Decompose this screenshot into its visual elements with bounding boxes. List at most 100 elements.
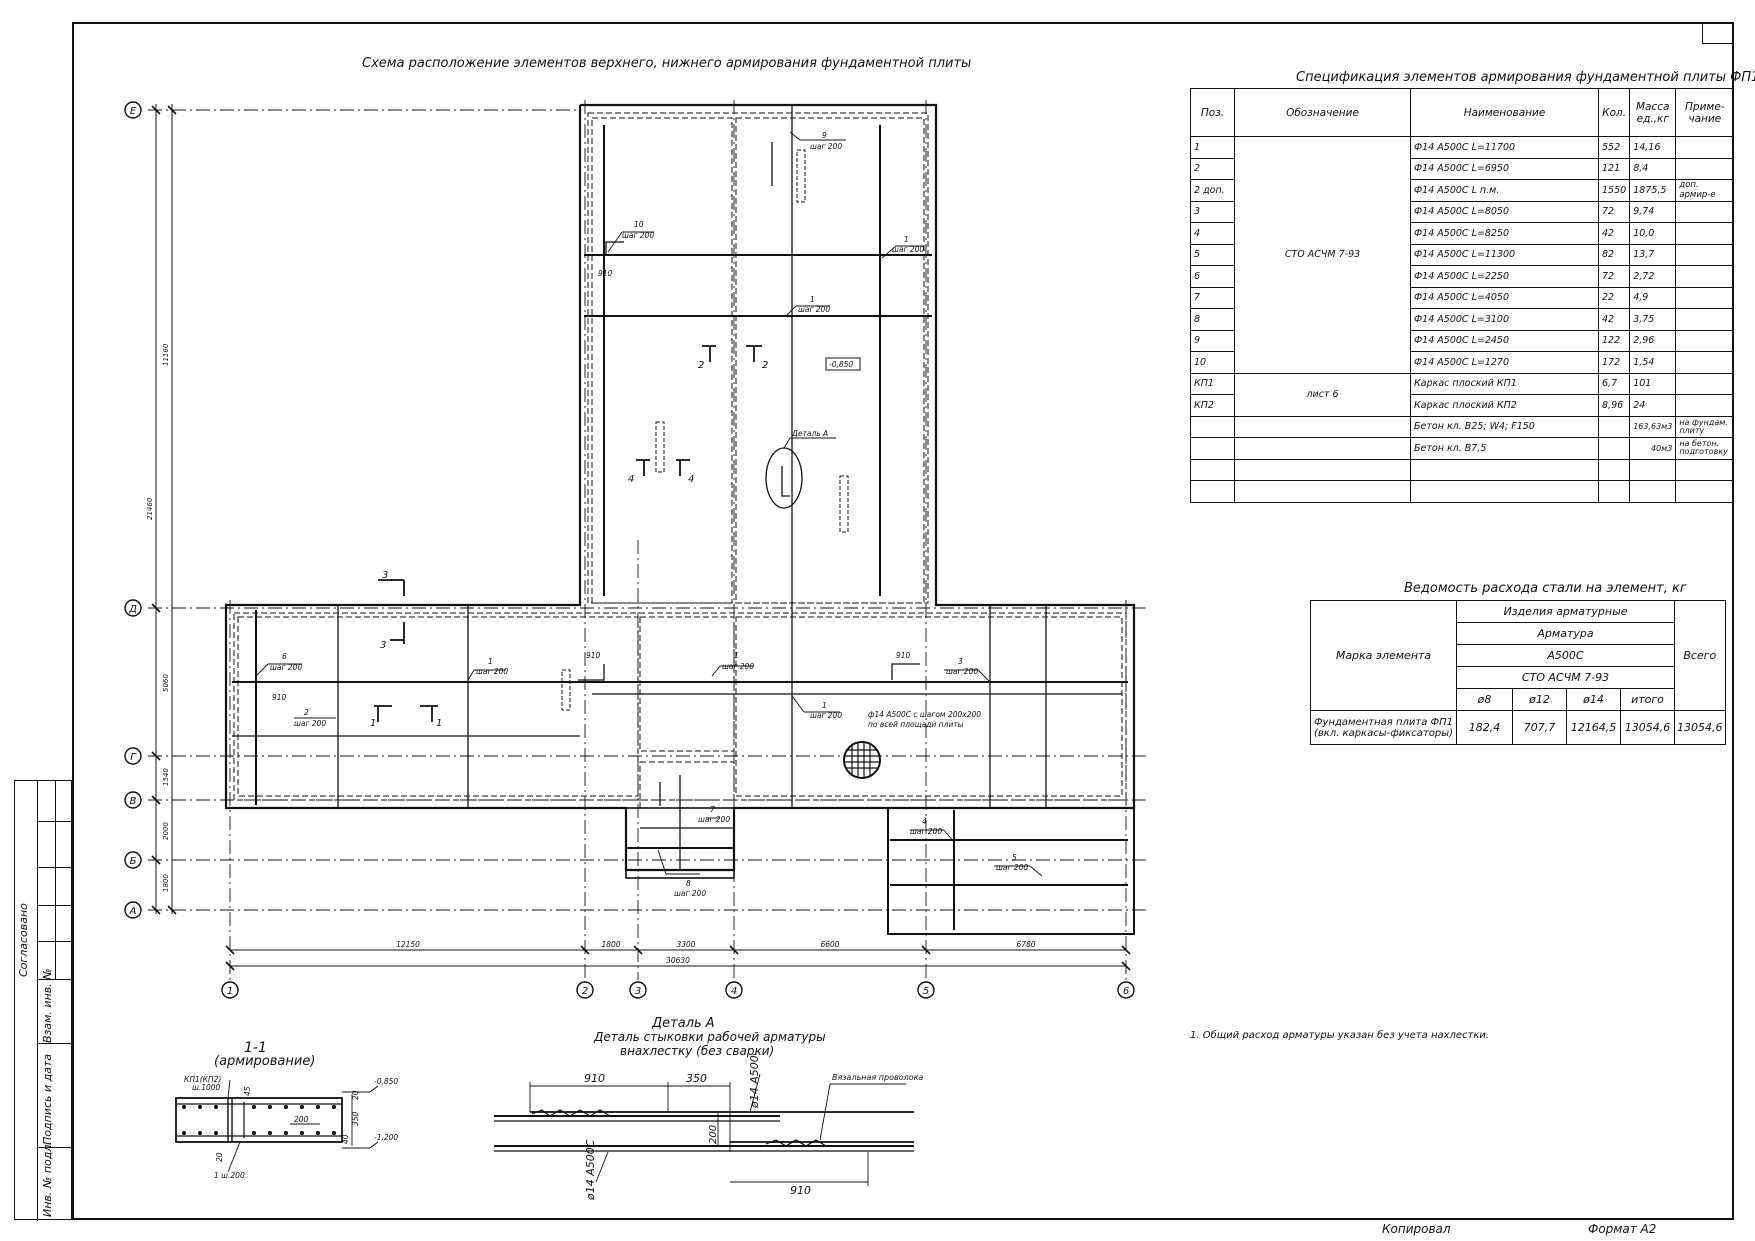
foundation-plan: Е Д Г В Б А 1 2 3 4 5 6 12150 1800 3300 …: [124, 100, 1150, 999]
detail-line3: внахлестку (без сварки): [620, 1044, 775, 1058]
axis-label-4: 4: [731, 986, 737, 997]
bar-label-1: 1: [488, 657, 493, 666]
axis-label-A: А: [129, 906, 137, 917]
spec-cell-pos: 8: [1190, 308, 1235, 331]
spec-cell-note: [1675, 480, 1735, 503]
section-mark-2: 2: [698, 360, 704, 371]
left-stamp: Согласовано Взам. инв. № Подпись и дата …: [14, 780, 73, 1221]
dim-total: 30630: [666, 956, 690, 965]
step-label: шаг 200: [892, 245, 924, 254]
spec-cell-mass: 8,4: [1629, 157, 1677, 180]
len-910: 910: [272, 693, 287, 702]
spec-cell-mass: 13,7: [1629, 243, 1677, 266]
bar-label-2: 2: [304, 708, 309, 717]
spec-cell-pos: 10: [1190, 351, 1235, 374]
spec-cell-mass: 10,0: [1629, 222, 1677, 245]
steel-value: 12164,5: [1566, 710, 1621, 745]
spec-cell-name: Ф14 А500С L=11700: [1410, 136, 1599, 159]
dim-1800: 1800: [601, 940, 620, 949]
dim-left-1540: 1540: [162, 768, 170, 786]
section-title: 1-1: [244, 1040, 267, 1056]
spec-cell-note: [1675, 157, 1735, 180]
detail-title: Деталь А: [652, 1016, 715, 1031]
plan-title: Схема расположение элементов верхнего, н…: [362, 56, 972, 71]
spec-cell-note: [1675, 351, 1735, 374]
steel-col-d12: ø12: [1512, 688, 1567, 711]
dim-left-2000: 2000: [162, 822, 170, 840]
dim-left-5060: 5060: [162, 674, 170, 692]
bar-label-1: 1: [904, 235, 909, 244]
steel-armatura: Арматура: [1456, 622, 1675, 645]
spec-cell-mass: 24: [1629, 394, 1677, 417]
section-mark-3: 3: [382, 570, 388, 581]
bar-label-1: 1: [810, 295, 815, 304]
bar-label-6: 6: [282, 652, 287, 661]
spec-cell-name: Каркас плоский КП1: [1410, 372, 1599, 395]
spec-cell-note: [1675, 329, 1735, 352]
bar-label-9: 9: [822, 131, 827, 140]
spec-cell-note: [1675, 394, 1735, 417]
spec-cell-qty: 42: [1597, 308, 1631, 331]
spec-cell-qty: 122: [1597, 329, 1631, 352]
section-mark-3: 3: [380, 640, 386, 651]
spec-header-name: Наименование: [1410, 88, 1599, 137]
section-level-bottom: -1,200: [374, 1133, 398, 1142]
spec-cell-name: Ф14 А500С L п.м.: [1410, 179, 1599, 202]
footer-copied: Копировал: [1382, 1222, 1451, 1236]
spec-cell-qty: 72: [1597, 200, 1631, 223]
section-step: 1 ш.200: [214, 1171, 245, 1180]
spec-cell-pos: [1190, 480, 1235, 503]
spec-header-pos: Поз.: [1190, 88, 1235, 137]
section-kp: КП1(КП2): [184, 1075, 221, 1084]
spec-cell-name: Ф14 А500С L=2250: [1410, 265, 1599, 288]
bar-label-1: 1: [734, 651, 739, 660]
spec-cell-pos: [1190, 458, 1235, 481]
spec-cell-qty: 42: [1597, 222, 1631, 245]
spec-cell-note: доп. армир-е: [1675, 179, 1735, 202]
step-label: шаг 200: [722, 662, 754, 671]
spec-cell-pos: 2 доп.: [1190, 179, 1235, 202]
spec-title: Спецификация элементов армирования фунда…: [1296, 70, 1755, 85]
spec-cell-note: [1675, 308, 1735, 331]
spec-cell-qty: 8,96: [1597, 394, 1631, 417]
spec-cell-name: [1410, 480, 1599, 503]
axis-label-D: Д: [128, 604, 137, 615]
spec-cell-pos: [1190, 415, 1235, 438]
spec-cell-name: Ф14 А500С L=8050: [1410, 200, 1599, 223]
spec-cell-qty: 1550: [1597, 179, 1631, 202]
spec-cell-qty: [1597, 458, 1631, 481]
spec-header-designation: Обозначение: [1234, 88, 1411, 137]
spec-cell-note: на бетон. подготовку: [1675, 437, 1735, 460]
spec-cell-pos: 9: [1190, 329, 1235, 352]
axis-label-2: 2: [582, 986, 588, 997]
detail-bar: ø14 А500С: [748, 1054, 761, 1109]
section-mark-2: 2: [762, 360, 768, 371]
section-level-top: -0,850: [374, 1077, 398, 1086]
section-d20a: 20: [351, 1090, 360, 1100]
steel-total-header: Всего: [1674, 600, 1726, 711]
spec-cell-note: [1675, 372, 1735, 395]
step-label: шаг 200: [294, 719, 326, 728]
axis-label-G: Г: [130, 752, 137, 763]
section-d350: 350: [351, 1111, 360, 1126]
step-label: шаг 200: [698, 815, 730, 824]
bar-label-8: 8: [686, 879, 691, 888]
len-910: 910: [896, 651, 911, 660]
spec-cell-qty: 22: [1597, 286, 1631, 309]
bar-label-10: 10: [634, 220, 644, 229]
section-d45: 45: [243, 1086, 252, 1096]
len-910: 910: [586, 651, 601, 660]
step-label: шаг 200: [810, 711, 842, 720]
spec-cell-note: [1675, 136, 1735, 159]
spec-cell-pos: 5: [1190, 243, 1235, 266]
spec-cell-mass: 2,96: [1629, 329, 1677, 352]
spec-cell-qty: [1597, 437, 1631, 460]
len-910: 910: [598, 269, 613, 278]
spec-cell-note: [1675, 458, 1735, 481]
footer-format: Формат А2: [1588, 1222, 1657, 1236]
step-label: шаг 200: [946, 667, 978, 676]
spec-cell-qty: 82: [1597, 243, 1631, 266]
spec-cell-name: Ф14 А500С L=1270: [1410, 351, 1599, 374]
step-label: шаг 200: [910, 827, 942, 836]
step-label: шаг 200: [798, 305, 830, 314]
